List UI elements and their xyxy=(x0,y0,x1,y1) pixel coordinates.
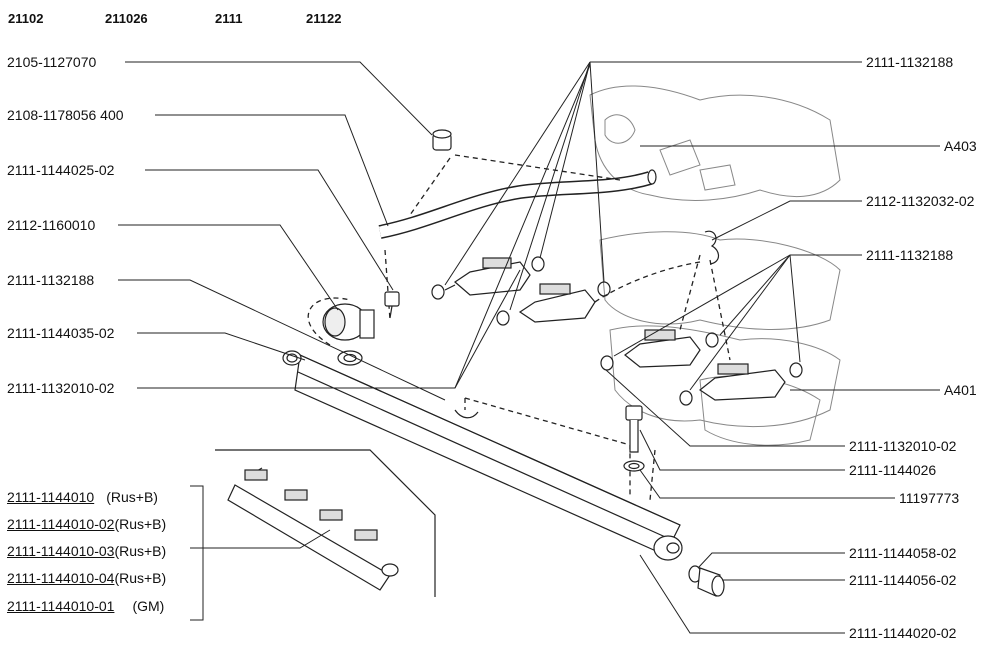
left-leader-lines xyxy=(118,61,591,401)
label-2111-1132188-top-right: 2111-1132188 xyxy=(866,54,954,70)
kit-note: (Rus+B) xyxy=(114,570,167,586)
label-a401: A401 xyxy=(944,382,977,398)
label-11197773: 11197773 xyxy=(899,490,960,506)
label-2111-1132188-left: 2111-1132188 xyxy=(7,272,95,288)
label-2112-1160010: 2112-1160010 xyxy=(7,217,96,233)
label-2111-1144058-02: 2111-1144058-02 xyxy=(849,545,957,561)
label-2108-1178056-400: 2108-1178056 400 xyxy=(7,107,124,123)
injector-3 xyxy=(600,329,719,371)
kit-item: 2111-1144010-03(Rus+B) xyxy=(7,543,166,559)
injector-1 xyxy=(431,256,545,300)
injector-retaining-clip xyxy=(704,230,720,265)
model-21122: 21122 xyxy=(306,11,342,26)
model-211026: 211026 xyxy=(105,11,148,26)
pressure-regulator xyxy=(322,291,400,366)
right-leader-lines xyxy=(190,61,940,634)
kit-note: (Rus+B) xyxy=(114,543,167,559)
kit-part-number: 2111-1144010-04 xyxy=(7,570,115,586)
inset-rail-assembly xyxy=(215,449,436,597)
label-2111-1144056-02: 2111-1144056-02 xyxy=(849,572,957,588)
kit-part-number: 2111-1144010-02 xyxy=(7,516,115,532)
label-2111-1144025-02: 2111-1144025-02 xyxy=(7,162,115,178)
fuel-hose xyxy=(378,169,657,239)
label-2111-1144035-02: 2111-1144035-02 xyxy=(7,325,115,341)
mounting-bolt xyxy=(623,405,645,472)
fuel-rail xyxy=(282,350,683,561)
kit-item: 2111-1144010-01 (GM) xyxy=(7,598,164,614)
fitting-cap xyxy=(688,565,725,597)
label-2111-1132188-mid-right: 2111-1132188 xyxy=(866,247,954,263)
kit-item: 2111-1144010-02(Rus+B) xyxy=(7,516,166,532)
kit-part-number: 2111-1144010 xyxy=(7,489,95,505)
kit-item: 2111-1144010-04(Rus+B) xyxy=(7,570,166,586)
model-21102: 21102 xyxy=(8,11,44,26)
label-2111-1132010-02-right: 2111-1132010-02 xyxy=(849,438,957,454)
label-2111-1144020-02: 2111-1144020-02 xyxy=(849,625,957,641)
label-a403: A403 xyxy=(944,138,977,154)
label-2112-1132032-02: 2112-1132032-02 xyxy=(866,193,975,209)
kit-part-number: 2111-1144010-03 xyxy=(7,543,115,559)
kit-note: (GM) xyxy=(132,598,165,614)
kit-note: (Rus+B) xyxy=(114,516,167,532)
kit-bracket xyxy=(190,485,204,621)
hose-clip xyxy=(432,129,452,151)
model-2111: 2111 xyxy=(215,11,243,26)
kit-item: 2111-1144010 (Rus+B) xyxy=(7,489,158,505)
kit-part-number: 2111-1144010-01 xyxy=(7,598,115,614)
label-2105-1127070: 2105-1127070 xyxy=(7,54,97,70)
label-2111-1132010-02-left: 2111-1132010-02 xyxy=(7,380,115,396)
kit-note: (Rus+B) xyxy=(106,489,158,505)
label-2111-1144026: 2111-1144026 xyxy=(849,462,937,478)
injector-4 xyxy=(679,362,803,406)
